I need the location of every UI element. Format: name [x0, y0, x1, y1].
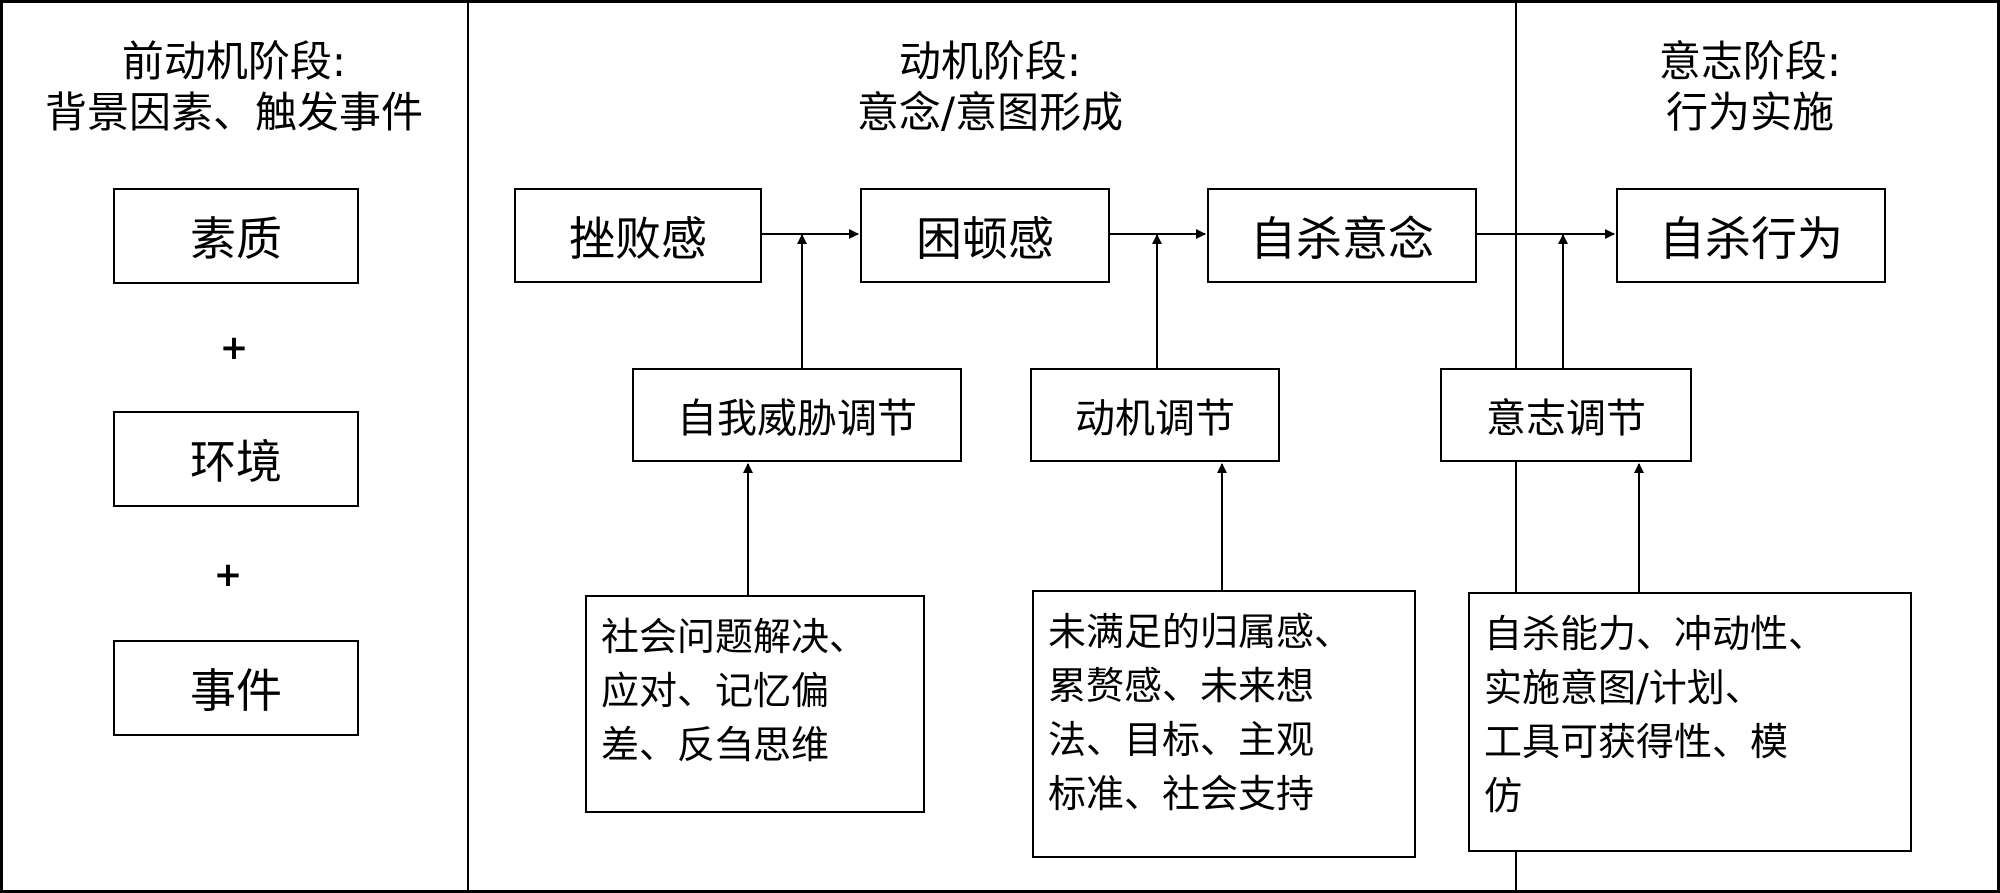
moderator-box-motivational: 动机调节	[1030, 368, 1280, 462]
factor-line: 累赘感、未来想	[1048, 663, 1315, 708]
factor-line: 仿	[1484, 773, 1523, 818]
factor-line: 社会问题解决、	[601, 615, 868, 659]
factor-box-environment: 环境	[113, 411, 359, 507]
chain-box-entrapment: 困顿感	[860, 188, 1110, 283]
factors-box-motivational: 未满足的归属感、 累赘感、未来想 法、目标、主观 标准、社会支持	[1032, 590, 1416, 858]
chain-box-suicidal-ideation: 自杀意念	[1207, 188, 1477, 283]
stage-motivational-heading: 动机阶段: 意念/意图形成	[760, 36, 1220, 138]
factor-line: 标准、社会支持	[1048, 771, 1315, 816]
factor-line: 法、目标、主观	[1048, 717, 1315, 762]
factor-line: 工具可获得性、模	[1484, 719, 1789, 764]
stage-pre-subtitle: 背景因素、触发事件	[44, 88, 423, 138]
stage-volitional-title: 意志阶段:	[1658, 37, 1842, 86]
stage-volitional-subtitle: 行为实施	[1665, 88, 1834, 138]
factor-line: 应对、记忆偏	[601, 668, 830, 713]
plus-sign-1: +	[219, 328, 249, 368]
factors-box-volitional: 自杀能力、冲动性、 实施意图/计划、 工具可获得性、模 仿	[1468, 592, 1912, 852]
moderator-box-volitional: 意志调节	[1440, 368, 1692, 462]
factors-box-self-threat: 社会问题解决、 应对、记忆偏 差、反刍思维	[585, 595, 925, 813]
stage-motivational-title: 动机阶段:	[898, 37, 1082, 86]
stage-pre-title: 前动机阶段:	[121, 37, 347, 86]
stage-pre-motivational-heading: 前动机阶段: 背景因素、触发事件	[0, 36, 468, 138]
factor-box-event: 事件	[113, 640, 359, 736]
chain-box-suicidal-behavior: 自杀行为	[1616, 188, 1886, 283]
factor-line: 自杀能力、冲动性、	[1484, 612, 1827, 656]
stage-motivational-subtitle: 意念/意图形成	[856, 88, 1124, 138]
moderator-box-self-threat: 自我威胁调节	[632, 368, 962, 462]
factor-line: 差、反刍思维	[601, 722, 830, 767]
factor-box-diathesis: 素质	[113, 188, 359, 284]
stage-volitional-heading: 意志阶段: 行为实施	[1600, 36, 1900, 138]
factor-line: 实施意图/计划、	[1484, 665, 1763, 710]
factor-line: 未满足的归属感、	[1048, 610, 1353, 654]
plus-sign-2: +	[213, 555, 243, 595]
chain-box-frustration: 挫败感	[514, 188, 762, 283]
